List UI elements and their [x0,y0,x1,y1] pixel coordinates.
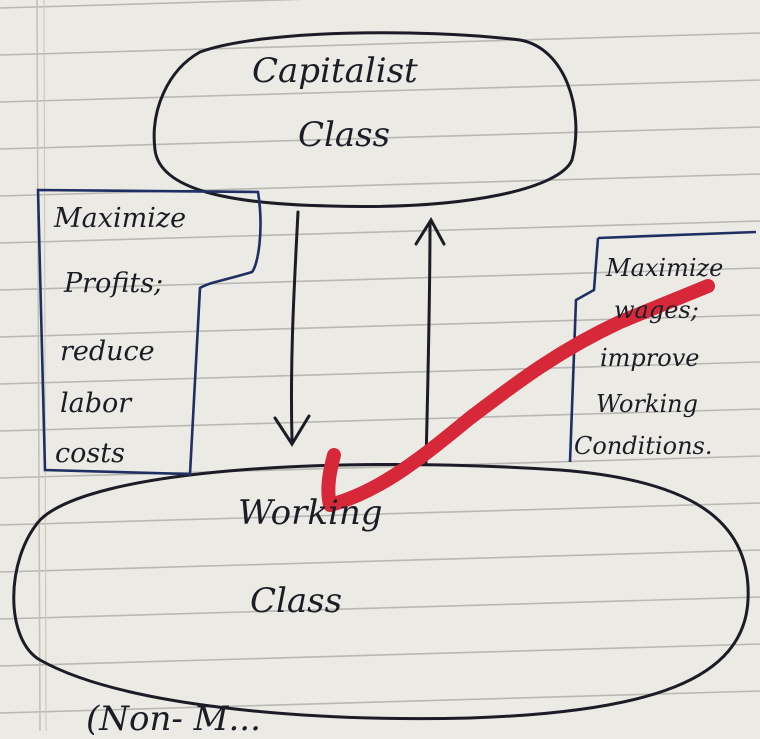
right-note-line: Working [596,390,698,418]
left-note-line: costs [55,438,125,469]
rule-line [0,361,760,385]
capitalist-class-node [152,31,578,208]
rule-line [0,690,760,714]
rule-line [0,596,760,620]
left-note-box [36,188,262,476]
bottom-node-line2: Class [250,581,343,621]
rule-line [0,267,760,291]
up-arrow [414,217,446,464]
left-note-line: labor [60,388,132,419]
rule-line [0,32,760,56]
rule-line [0,408,760,432]
top-node-line2: Class [298,115,391,155]
working-class-node [12,462,750,721]
rule-line [0,455,760,479]
down-arrow [273,210,311,447]
right-note-line: improve [600,344,700,372]
rule-line [0,173,760,197]
rule-line [0,0,305,9]
right-note-box [568,230,757,463]
bottom-node-line1: Working [238,493,383,533]
red-checkmark [321,279,715,512]
rule-line [0,502,760,526]
left-note-line: Profits; [64,268,164,299]
top-node-line1: Capitalist [252,51,418,91]
left-note-line: reduce [60,336,155,367]
rule-line [0,643,760,667]
margin-line-inner [43,0,47,731]
right-note-line: wages; [614,296,699,324]
right-note-line: Conditions. [574,432,713,460]
left-note-line: Maximize [54,203,187,234]
rule-line [0,549,760,573]
right-note-line: Maximize [606,254,724,282]
footer-cutoff-text: (Non- M... [86,699,261,739]
rule-line [0,79,760,103]
rule-line [0,126,760,150]
rule-line [0,220,760,244]
margin-line [36,0,41,731]
